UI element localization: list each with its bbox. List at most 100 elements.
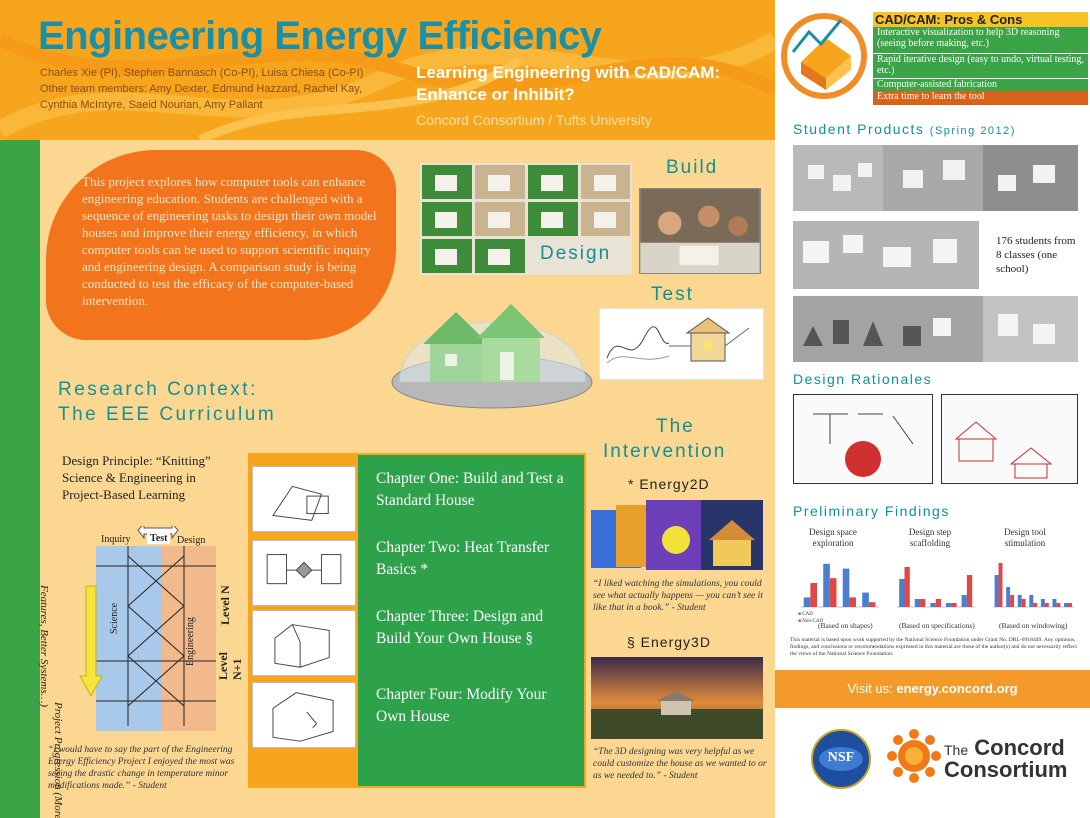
cad-house-logo [781, 13, 867, 99]
chart-2-bar-noncad-3 [935, 599, 941, 607]
concord-sun-logo [887, 729, 941, 783]
legend-cad: ■ CAD [798, 612, 813, 617]
student-products-photo-2 [793, 221, 979, 289]
rationale-sketch-1 [793, 394, 933, 484]
chart-3-bar-noncad-2 [1010, 595, 1015, 607]
student-products-photo-1 [793, 145, 1078, 211]
chart-3-xlabel: (Based on windowing) [999, 621, 1068, 630]
institution: Concord Consortium / Tufts University [416, 112, 652, 128]
authors-line-2: Other team members: Amy Dexter, Edmund H… [40, 83, 362, 95]
student-products-heading: Student Products (Spring 2012) [793, 121, 1016, 137]
chapters-panel [358, 455, 584, 786]
chart-2-bar-cad-4 [945, 603, 952, 607]
chart-1-bar-noncad-3 [849, 597, 856, 607]
nsf-logo [811, 729, 871, 789]
intro-text: This project explores how computer tools… [82, 174, 377, 308]
legend-cad-label: CAD [802, 612, 813, 617]
chart-2-bar-noncad-1 [904, 567, 910, 607]
design-principle-line-2: Science & Engineering in [62, 470, 196, 485]
chart-1-bar-cad-3 [842, 568, 850, 607]
chapter-3-image [252, 610, 356, 676]
findings-heading: Preliminary Findings [793, 503, 950, 519]
header-swirls [0, 32, 775, 140]
cc-consortium: Consortium [944, 757, 1068, 782]
nsf-logo-text: NSF [827, 750, 855, 765]
design-principle-line-1: Design Principle: “Knitting” [62, 453, 211, 468]
visit-label: Visit us: [847, 681, 893, 696]
left-green-strip [0, 140, 40, 818]
build-photo [639, 188, 761, 274]
chapter-4-image [252, 682, 356, 748]
chart-3-bar-noncad-5 [1044, 603, 1049, 607]
design-principle-line-3: Project-Based Learning [62, 487, 186, 502]
pros-cons-item-2: Rapid iterative design (easy to undo, vi… [873, 53, 1088, 78]
chart-3-bar-noncad-1 [998, 563, 1003, 607]
chart-3-bar-cad-2 [1006, 587, 1011, 607]
energy2d-label: * Energy2D [628, 476, 710, 492]
chart-3-bar-noncad-3 [1021, 599, 1026, 607]
test-diagram [599, 308, 764, 380]
legend-noncad-label: Non-CAD [802, 619, 824, 624]
diagram-level-n1-a: Level [216, 652, 230, 680]
visit-url[interactable]: energy.concord.org [896, 681, 1018, 696]
intro-blob [46, 150, 396, 340]
student-stats: 176 students from 8 classes (one school) [996, 235, 1076, 275]
chart-3-bar-noncad-7 [1067, 603, 1072, 607]
chart-3-bar-noncad-4 [1033, 603, 1038, 607]
poster-subtitle: Learning Engineering with CAD/CAM: Enhan… [416, 62, 776, 106]
chart-3-bar-cad-5 [1040, 599, 1045, 607]
diagram-engineering: Engineering [185, 617, 196, 666]
design-rationales-heading: Design Rationales [793, 371, 933, 387]
cc-concord: Concord [974, 735, 1065, 760]
house-dome-illustration [391, 304, 593, 409]
chart-1-bar-noncad-1 [810, 583, 817, 607]
chapter-4-title: Chapter Four: Modify Your Own House [376, 686, 547, 725]
chapter-3-title: Chapter Three: Design and Build Your Own… [376, 608, 544, 647]
chart-1 [801, 563, 879, 608]
chart-3 [993, 563, 1074, 608]
energy2d-screenshots [591, 500, 763, 570]
chart-2-bar-noncad-2 [920, 599, 926, 607]
legend-noncad: ■ Non-CAD [798, 619, 824, 624]
chapter-1-title: Chapter One: Build and Test a Standard H… [376, 470, 564, 509]
pros-cons-item-1: Interactive visualization to help 3D rea… [873, 27, 1088, 53]
diagram-test: Test [147, 533, 171, 544]
diagram-science: Science [109, 602, 120, 634]
poster-title: Engineering Energy Efficiency [38, 14, 602, 58]
energy3d-label: § Energy3D [627, 634, 711, 650]
design-principle: Design Principle: “Knitting” Science & E… [62, 452, 262, 503]
energy2d-quote: “I liked watching the simulations, you c… [593, 579, 763, 613]
chart-3-bar-cad-1 [994, 575, 999, 607]
chart-2-bar-noncad-4 [951, 603, 957, 607]
test-label: Test [651, 284, 694, 305]
subtitle-line-1: Learning Engineering with CAD/CAM: [416, 63, 721, 82]
chart-3-bar-cad-4 [1029, 595, 1034, 607]
visit-link[interactable]: Visit us: energy.concord.org [775, 681, 1090, 696]
chart-2-bar-cad-5 [961, 595, 967, 607]
intervention-heading-line-1: The [656, 416, 695, 437]
chart-3-bar-cad-7 [1064, 603, 1068, 607]
energy3d-screenshot [591, 657, 763, 739]
pros-cons-item-3: Computer-assisted fabrication [873, 78, 1088, 91]
chart-2-title: Design step scaffolding [908, 527, 952, 548]
chart-3-title: Design tool stimulation [1004, 527, 1046, 548]
diagram-level-n1-b: N+1 [230, 658, 244, 680]
research-heading: Research Context: The EEE Curriculum [58, 377, 276, 427]
build-label: Build [666, 157, 719, 178]
student-quote-left: “I would have to say the part of the Eng… [48, 745, 235, 791]
design-label: Design [540, 243, 612, 264]
chart-2-bar-noncad-5 [966, 575, 973, 607]
student-products-photo-3 [793, 296, 1078, 362]
nsf-acknowledgement: This material is based upon work support… [790, 637, 1077, 657]
chart-2 [897, 567, 975, 608]
visit-band [775, 670, 1090, 708]
rationale-sketch-2 [941, 394, 1078, 484]
chart-1-bar-noncad-4 [868, 602, 876, 607]
diagram-level-n: Level N [218, 585, 232, 625]
diagram-progression-b: Features, Better Systems…) [38, 585, 50, 708]
authors-line-3: Cynthia McIntyre, Saeid Nourian, Amy Pal… [40, 99, 263, 111]
diagram-inquiry: Inquiry [101, 534, 131, 545]
chart-2-bar-cad-3 [930, 603, 936, 607]
concord-consortium-logo: The Concord Consortium [944, 735, 1068, 782]
chart-1-bar-cad-2 [823, 563, 830, 607]
